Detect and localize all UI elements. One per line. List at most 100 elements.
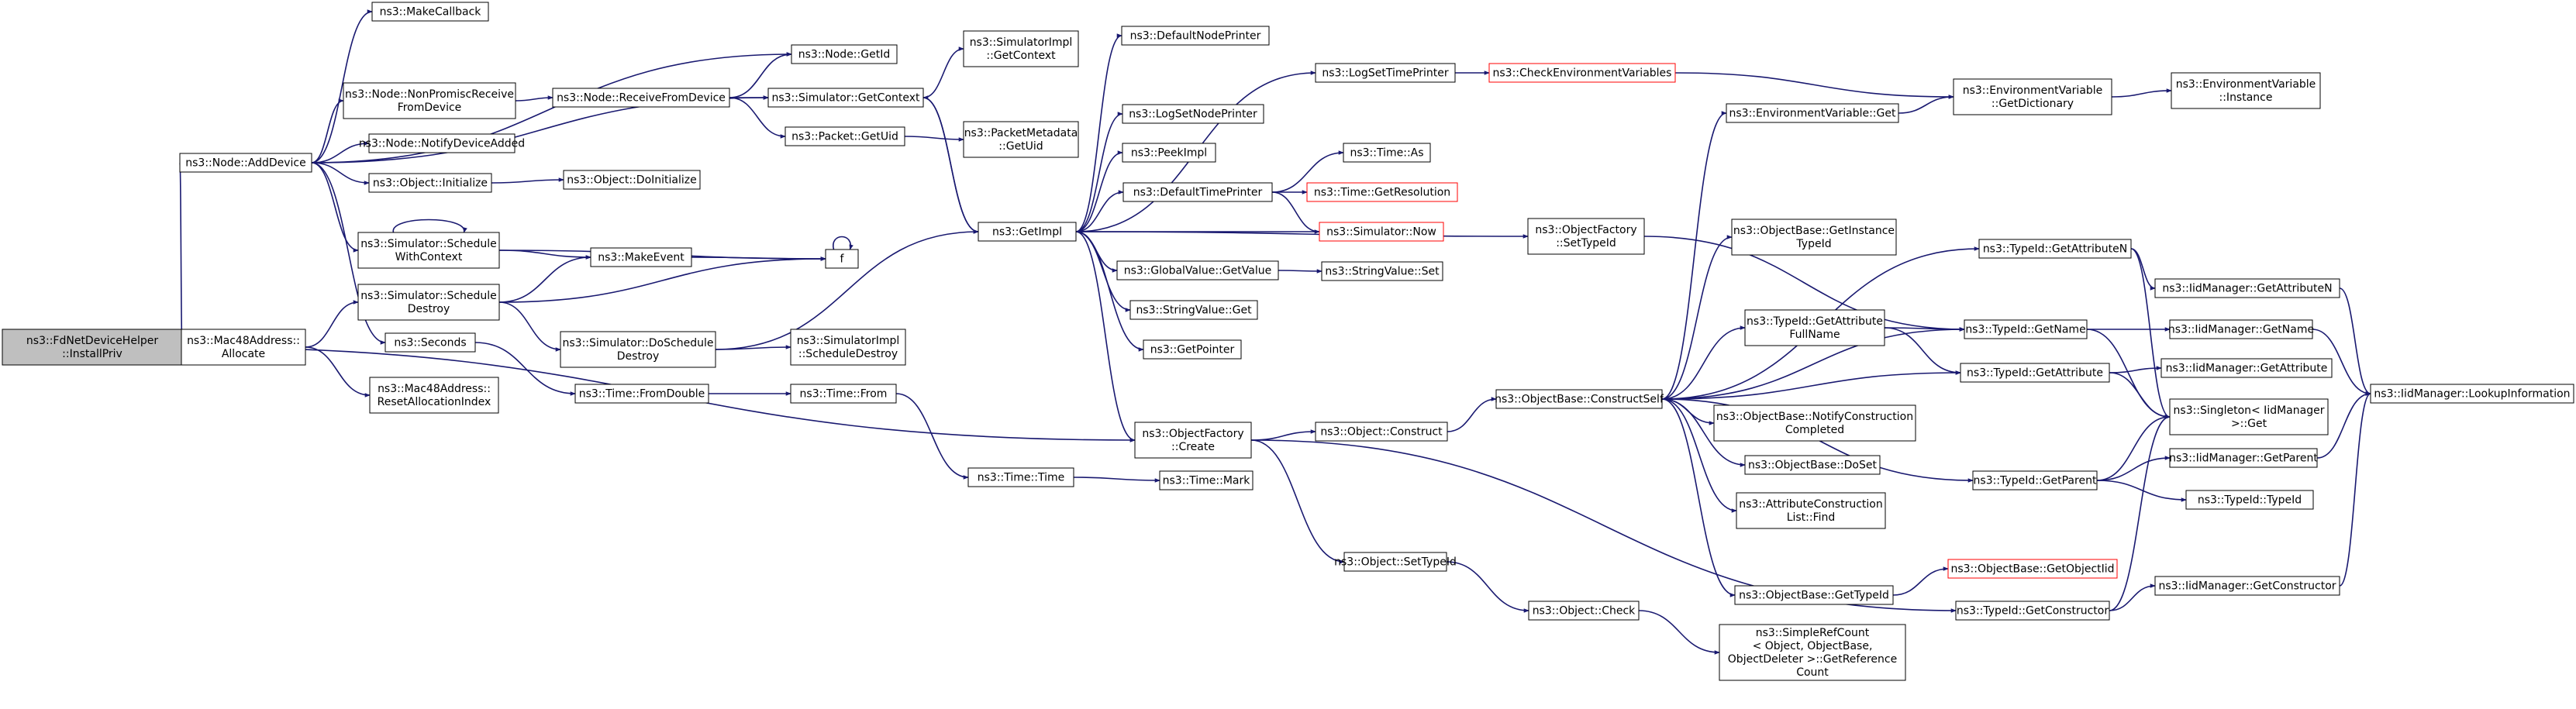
node-fdnet_installpriv[interactable]: ns3::FdNetDeviceHelper::InstallPriv bbox=[2, 329, 183, 366]
node-box bbox=[1734, 585, 1894, 605]
node-mac48_reset[interactable]: ns3::Mac48Address::ResetAllocationIndex bbox=[369, 377, 499, 414]
node-box bbox=[357, 284, 500, 321]
node-simplerefcount[interactable]: ns3::SimpleRefCount< Object, ObjectBase,… bbox=[1719, 624, 1906, 681]
edge-iidmanager_getconstructor-to-iidmanager_lookupinformation bbox=[2339, 391, 2371, 587]
node-time_getresolution[interactable]: ns3::Time::GetResolution bbox=[1306, 182, 1458, 202]
node-sim_now[interactable]: ns3::Simulator::Now bbox=[1319, 222, 1444, 242]
node-objectbase_notifyconstruction[interactable]: ns3::ObjectBase::NotifyConstructionCompl… bbox=[1713, 404, 1916, 442]
edge-line bbox=[1075, 33, 1122, 232]
edge-line bbox=[2109, 583, 2156, 611]
node-stringvalue_get[interactable]: ns3::StringValue::Get bbox=[1129, 300, 1258, 320]
edge-line bbox=[2109, 366, 2162, 373]
node-label: FromDevice bbox=[398, 102, 462, 114]
edge-getimpl-to-objectfactory_settypeid bbox=[1075, 231, 1529, 239]
node-objectbase_constructself[interactable]: ns3::ObjectBase::ConstructSelf bbox=[1495, 389, 1664, 409]
node-object_doinitialize[interactable]: ns3::Object::DoInitialize bbox=[563, 170, 701, 190]
node-label: ns3::Object::Construct bbox=[1320, 425, 1443, 438]
node-node_receivefromdevice[interactable]: ns3::Node::ReceiveFromDevice bbox=[552, 88, 730, 108]
node-label: ns3::FdNetDeviceHelper bbox=[26, 335, 158, 347]
node-time_fromdouble[interactable]: ns3::Time::FromDouble bbox=[574, 384, 709, 404]
node-time_time[interactable]: ns3::Time::Time bbox=[967, 467, 1074, 487]
node-iidmanager_getattribute[interactable]: ns3::IidManager::GetAttribute bbox=[2160, 358, 2333, 378]
node-simimpl_getcontext[interactable]: ns3::SimulatorImpl::GetContext bbox=[963, 30, 1079, 67]
node-checkenvvars[interactable]: ns3::CheckEnvironmentVariables bbox=[1488, 63, 1676, 83]
node-node_getid[interactable]: ns3::Node::GetId bbox=[791, 44, 898, 64]
node-time_from[interactable]: ns3::Time::From bbox=[790, 384, 897, 404]
node-globalvalue_getvalue[interactable]: ns3::GlobalValue::GetValue bbox=[1116, 260, 1279, 281]
node-objectbase_doset[interactable]: ns3::ObjectBase::DoSet bbox=[1744, 455, 1881, 475]
edge-line bbox=[1075, 231, 1529, 239]
node-object_initialize[interactable]: ns3::Object::Initialize bbox=[368, 173, 492, 193]
node-objectbase_gettypeid[interactable]: ns3::ObjectBase::GetTypeId bbox=[1734, 585, 1894, 605]
node-sim_getcontext[interactable]: ns3::Simulator::GetContext bbox=[767, 88, 924, 108]
node-logsetnodeprinter[interactable]: ns3::LogSetNodePrinter bbox=[1122, 104, 1264, 124]
node-box bbox=[1953, 78, 2112, 115]
node-f[interactable]: f bbox=[825, 249, 859, 269]
node-typeid_getname[interactable]: ns3::TypeId::GetName bbox=[1964, 319, 2088, 339]
node-makecallback[interactable]: ns3::MakeCallback bbox=[371, 2, 489, 22]
node-box bbox=[1744, 309, 1885, 346]
node-defaulttimeprinter[interactable]: ns3::DefaultTimePrinter bbox=[1122, 182, 1273, 202]
node-singleton_get[interactable]: ns3::Singleton< IidManager>::Get bbox=[2169, 398, 2329, 435]
node-seconds[interactable]: ns3::Seconds bbox=[385, 332, 476, 353]
edge-line bbox=[392, 219, 467, 233]
edge-node_receivefromdevice-to-node_getid bbox=[729, 52, 792, 98]
node-label: ns3::Object::Initialize bbox=[373, 177, 488, 189]
node-packet_getuid[interactable]: ns3::Packet::GetUid bbox=[785, 126, 905, 146]
node-getimpl[interactable]: ns3::GetImpl bbox=[978, 222, 1077, 242]
node-logsettimeprinter[interactable]: ns3::LogSetTimePrinter bbox=[1315, 63, 1456, 83]
node-time_mark[interactable]: ns3::Time::Mark bbox=[1159, 470, 1254, 490]
node-node_notify[interactable]: ns3::Node::NotifyDeviceAdded bbox=[359, 133, 525, 153]
node-packetmetadata_getuid[interactable]: ns3::PacketMetadata::GetUid bbox=[963, 121, 1079, 158]
node-object_settypeid[interactable]: ns3::Object::SetTypeId bbox=[1334, 552, 1457, 572]
node-object_check[interactable]: ns3::Object::Check bbox=[1528, 601, 1640, 621]
node-mac48_allocate[interactable]: ns3::Mac48Address::Allocate bbox=[181, 329, 306, 366]
node-label: WithContext bbox=[395, 251, 463, 263]
node-typeid_getattributen[interactable]: ns3::TypeId::GetAttributeN bbox=[1978, 239, 2132, 259]
edge-getimpl-to-defaultnodeprinter bbox=[1075, 33, 1122, 232]
node-label: Completed bbox=[1785, 424, 1844, 436]
node-typeid_getattribute[interactable]: ns3::TypeId::GetAttribute bbox=[1960, 363, 2110, 383]
edge-line bbox=[2130, 248, 2171, 419]
node-peekimpl[interactable]: ns3::PeekImpl bbox=[1122, 143, 1216, 163]
node-envvar_instance[interactable]: ns3::EnvironmentVariable::Instance bbox=[2171, 72, 2321, 109]
edge-line bbox=[311, 9, 373, 163]
node-label: ns3::TypeId::GetConstructor bbox=[1957, 604, 2109, 617]
node-stringvalue_set[interactable]: ns3::StringValue::Set bbox=[1321, 261, 1443, 281]
node-label: ns3::TypeId::GetName bbox=[1965, 323, 2085, 336]
node-iidmanager_getconstructor[interactable]: ns3::IidManager::GetConstructor bbox=[2154, 576, 2340, 596]
edge-getimpl-to-objectfactory_create bbox=[1075, 231, 1136, 442]
node-label: ObjectDeleter >::GetReference bbox=[1728, 653, 1897, 666]
node-label: ns3::Object::DoInitialize bbox=[567, 174, 696, 186]
node-typeid_getparent[interactable]: ns3::TypeId::GetParent bbox=[1972, 470, 2098, 490]
node-sim_schedule_destroy[interactable]: ns3::Simulator::ScheduleDestroy bbox=[357, 284, 500, 321]
node-envvar_get[interactable]: ns3::EnvironmentVariable::Get bbox=[1726, 103, 1899, 123]
node-iidmanager_getattributen[interactable]: ns3::IidManager::GetAttributeN bbox=[2154, 278, 2340, 298]
node-objectfactory_settypeid[interactable]: ns3::ObjectFactory::SetTypeId bbox=[1527, 218, 1645, 255]
node-iidmanager_getparent[interactable]: ns3::IidManager::GetParent bbox=[2169, 448, 2318, 468]
node-label: >::Get bbox=[2231, 418, 2267, 430]
node-simimpl_scheduledestroy[interactable]: ns3::SimulatorImpl::ScheduleDestroy bbox=[790, 329, 906, 366]
node-iidmanager_lookupinformation[interactable]: ns3::IidManager::LookupInformation bbox=[2370, 384, 2574, 404]
node-time_as[interactable]: ns3::Time::As bbox=[1343, 143, 1431, 163]
node-node_adddevice[interactable]: ns3::Node::AddDevice bbox=[179, 153, 312, 173]
node-typeid_getconstructor[interactable]: ns3::TypeId::GetConstructor bbox=[1955, 601, 2110, 621]
edge-line bbox=[922, 46, 964, 98]
node-defaultnodeprinter[interactable]: ns3::DefaultNodePrinter bbox=[1121, 26, 1270, 46]
node-iidmanager_getname[interactable]: ns3::IidManager::GetName bbox=[2168, 319, 2314, 339]
node-box bbox=[2171, 72, 2321, 109]
node-getpointer[interactable]: ns3::GetPointer bbox=[1143, 339, 1242, 360]
node-typeid_typeid[interactable]: ns3::TypeId::TypeId bbox=[2185, 490, 2314, 510]
node-objectfactory_create[interactable]: ns3::ObjectFactory::Create bbox=[1134, 422, 1252, 459]
node-box bbox=[1488, 63, 1676, 83]
node-makeevent[interactable]: ns3::MakeEvent bbox=[590, 247, 692, 267]
node-envvar_getdictionary[interactable]: ns3::EnvironmentVariable::GetDictionary bbox=[1953, 78, 2112, 115]
node-objectbase_getobjectiid[interactable]: ns3::ObjectBase::GetObjectIid bbox=[1947, 559, 2118, 579]
node-object_construct[interactable]: ns3::Object::Construct bbox=[1315, 422, 1448, 442]
